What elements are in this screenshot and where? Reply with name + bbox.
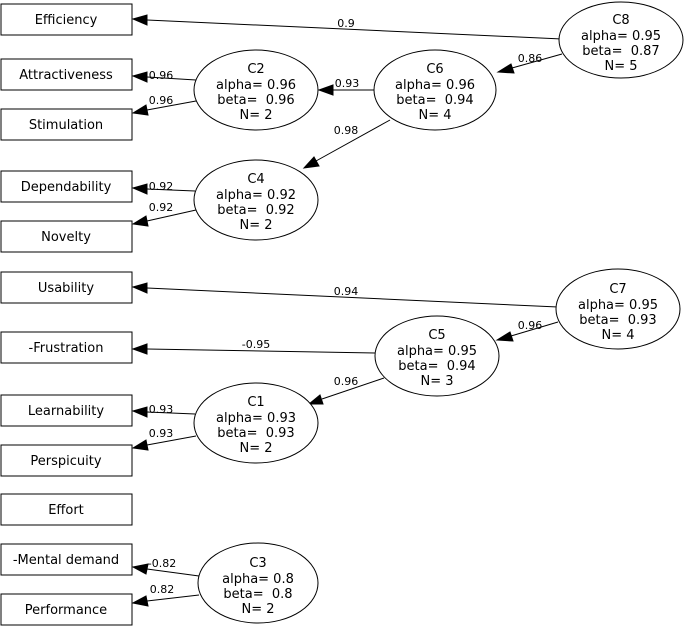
cluster-c2-beta: beta= 0.96 (217, 93, 294, 108)
cluster-c6-alpha: alpha= 0.96 (395, 78, 475, 93)
cluster-c3: C3 alpha= 0.8 beta= 0.8 N= 2 (197, 542, 319, 624)
item-perspicuity-label: Perspicuity (30, 454, 101, 469)
edge-c3-mental-demand-label: -0.82 (148, 557, 176, 570)
cluster-c5-n: N= 3 (420, 374, 453, 389)
cluster-c2-name: C2 (247, 62, 264, 77)
cluster-c5-alpha: alpha= 0.95 (397, 344, 477, 359)
cluster-c7-beta: beta= 0.93 (579, 313, 656, 328)
item-attractiveness-label: Attractiveness (19, 68, 113, 83)
cluster-c4-alpha: alpha= 0.92 (216, 188, 296, 203)
cluster-c3-beta: beta= 0.8 (223, 587, 292, 602)
cluster-c4-beta: beta= 0.92 (217, 203, 294, 218)
cluster-c5-beta: beta= 0.94 (398, 359, 475, 374)
item-mental-demand-label: -Mental demand (13, 553, 119, 568)
cluster-c2-alpha: alpha= 0.96 (216, 78, 296, 93)
edge-c7-usability-label: 0.94 (334, 285, 359, 298)
cluster-c1: C1 alpha= 0.93 beta= 0.93 N= 2 (193, 382, 319, 464)
cluster-c8-beta: beta= 0.87 (582, 44, 659, 59)
cluster-c3-name: C3 (249, 556, 266, 571)
item-efficiency-label: Efficiency (35, 13, 98, 28)
cluster-c6: C6 alpha= 0.96 beta= 0.94 N= 4 (373, 49, 497, 131)
cluster-c5-name: C5 (428, 328, 445, 343)
item-frustration: -Frustration (0, 331, 133, 364)
cluster-c4-name: C4 (247, 172, 264, 187)
item-mental-demand: -Mental demand (0, 543, 133, 576)
item-attractiveness: Attractiveness (0, 58, 133, 91)
cluster-c4-n: N= 2 (239, 218, 272, 233)
cluster-c1-alpha: alpha= 0.93 (216, 411, 296, 426)
cluster-c2-n: N= 2 (239, 108, 272, 123)
edge-c7-c5-label: 0.96 (518, 319, 543, 332)
cluster-c8-name: C8 (612, 13, 629, 28)
edge-c2-stimulation-label: 0.96 (149, 94, 174, 107)
edge-c2-stimulation: 0.96 (131, 94, 197, 116)
cluster-c5: C5 alpha= 0.95 beta= 0.94 N= 3 (374, 315, 500, 397)
edge-c4-dependability: 0.92 (131, 180, 196, 195)
item-effort: Effort (0, 493, 133, 526)
item-stimulation-label: Stimulation (29, 118, 103, 133)
item-novelty: Novelty (0, 220, 133, 253)
item-perspicuity: Perspicuity (0, 444, 133, 477)
item-learnability-label: Learnability (28, 404, 104, 419)
edge-c5-c1: 0.96 (307, 375, 385, 405)
cluster-c6-n: N= 4 (418, 108, 451, 123)
item-novelty-label: Novelty (41, 230, 91, 245)
edge-c2-attractiveness-label: 0.96 (149, 69, 174, 82)
cluster-c1-beta: beta= 0.93 (217, 426, 294, 441)
item-usability-label: Usability (38, 281, 94, 296)
edge-c5-frustration-label: -0.95 (242, 338, 270, 351)
edge-c3-mental-demand: -0.82 (131, 557, 200, 577)
item-frustration-label: -Frustration (29, 341, 104, 356)
edge-c8-efficiency: 0.9 (131, 14, 563, 40)
edge-c7-usability: 0.94 (131, 282, 559, 308)
edge-c8-c6-label: 0.86 (518, 52, 543, 65)
cluster-c6-name: C6 (426, 62, 443, 77)
cluster-c7-n: N= 4 (601, 328, 634, 343)
edge-c6-c4: 0.98 (302, 119, 391, 169)
edge-c2-attractiveness: 0.96 (131, 69, 197, 83)
cluster-c6-beta: beta= 0.94 (396, 93, 473, 108)
edge-c4-dependability-label: 0.92 (149, 180, 174, 193)
item-learnability: Learnability (0, 394, 133, 427)
edge-c6-c2-label: 0.93 (335, 77, 360, 90)
edge-c6-c2: 0.93 (317, 77, 375, 96)
item-effort-label: Effort (48, 503, 84, 518)
cluster-c7-name: C7 (609, 282, 626, 297)
cluster-c7-alpha: alpha= 0.95 (578, 298, 658, 313)
edge-c4-novelty-label: 0.92 (149, 201, 174, 214)
edge-c6-c4-label: 0.98 (334, 124, 359, 137)
edge-c8-c6: 0.86 (496, 52, 563, 74)
edge-c1-perspicuity-label: 0.93 (149, 427, 174, 440)
edge-c8-efficiency-label: 0.9 (337, 17, 355, 30)
cluster-c7: C7 alpha= 0.95 beta= 0.93 N= 4 (555, 268, 681, 350)
item-performance-label: Performance (25, 603, 107, 618)
edge-c1-learnability: 0.93 (131, 403, 196, 418)
cluster-c8: C8 alpha= 0.95 beta= 0.87 N= 5 (558, 1, 684, 79)
edge-c3-performance: 0.82 (131, 583, 200, 607)
cluster-c3-n: N= 2 (241, 602, 274, 617)
item-stimulation: Stimulation (0, 108, 133, 141)
cluster-c4: C4 alpha= 0.92 beta= 0.92 N= 2 (193, 159, 319, 241)
item-dependability-label: Dependability (21, 180, 112, 195)
item-efficiency: Efficiency (0, 3, 133, 36)
item-dependability: Dependability (0, 170, 133, 203)
item-performance: Performance (0, 593, 133, 626)
edge-c1-perspicuity: 0.93 (131, 427, 197, 451)
edge-c5-frustration: -0.95 (131, 338, 376, 355)
edge-c7-c5: 0.96 (495, 319, 559, 342)
cluster-c1-name: C1 (247, 395, 264, 410)
edge-c3-performance-label: 0.82 (150, 583, 175, 596)
edge-c4-novelty: 0.92 (131, 201, 197, 227)
cluster-c8-n: N= 5 (604, 59, 637, 74)
item-usability: Usability (0, 271, 133, 304)
edge-c5-c1-label: 0.96 (334, 375, 359, 388)
edge-c1-learnability-label: 0.93 (149, 403, 174, 416)
cluster-c1-n: N= 2 (239, 441, 272, 456)
cluster-c8-alpha: alpha= 0.95 (581, 29, 661, 44)
cluster-c2: C2 alpha= 0.96 beta= 0.96 N= 2 (193, 49, 319, 131)
cluster-c3-alpha: alpha= 0.8 (222, 572, 294, 587)
